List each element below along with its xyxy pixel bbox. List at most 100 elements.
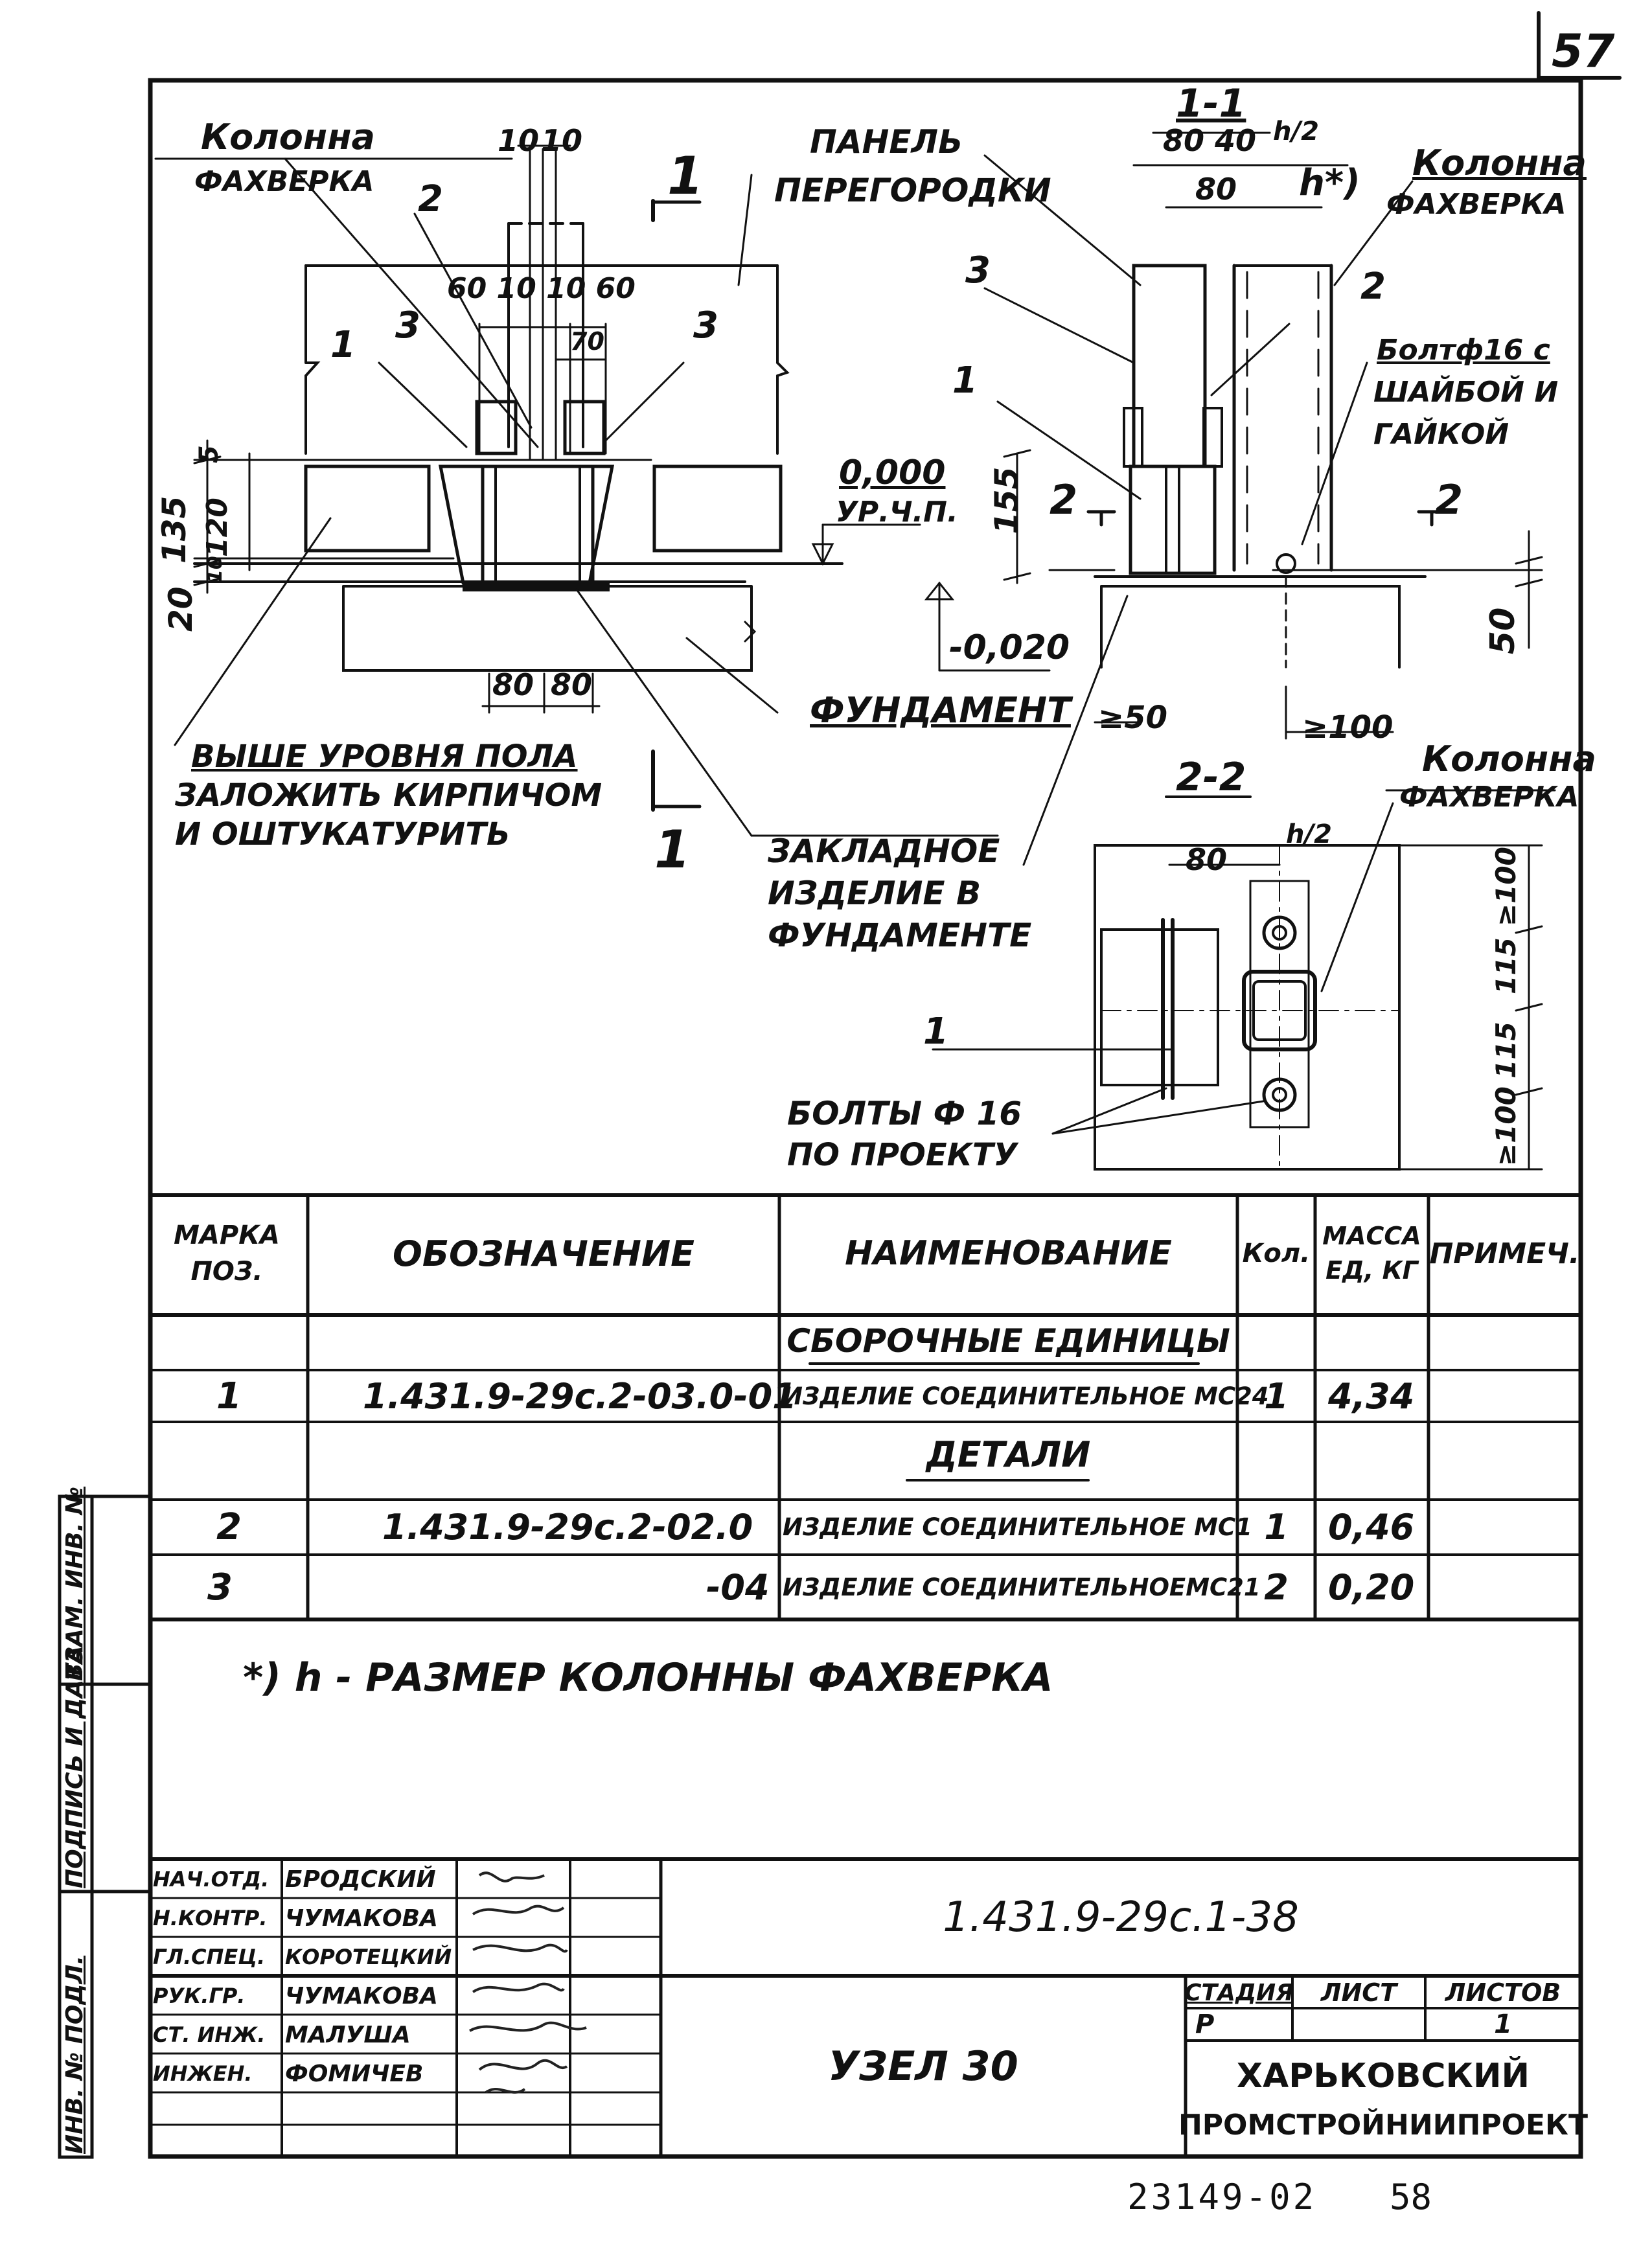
page-number: 57 xyxy=(1552,25,1615,78)
stage-value: Р xyxy=(1195,2009,1215,2039)
section-2-2-column-label1: Колонна xyxy=(1422,738,1596,779)
panel-label-line2: ПЕРЕГОРОДКИ xyxy=(774,172,1051,209)
section-1-1-position-1: 1 xyxy=(952,360,978,402)
role-3: ГЛ.СПЕЦ. xyxy=(153,1945,266,1969)
dim-70: 70 xyxy=(570,327,604,356)
note-line1: ВЫШЕ УРОВНЯ ПОЛА xyxy=(191,738,578,775)
row1-mass: 4,34 xyxy=(1328,1375,1415,1417)
row3-designation: -04 xyxy=(706,1566,770,1608)
header-name: НАИМЕНОВАНИЕ xyxy=(845,1234,1172,1273)
row2-designation: 1.431.9-29с.2-02.0 xyxy=(382,1507,753,1548)
role-6: ИНЖЕН. xyxy=(153,2061,253,2086)
section-2-2-position-1: 1 xyxy=(923,1011,948,1053)
dims-60-10-10-60: 60 10 10 60 xyxy=(447,272,636,305)
section-1-1-position-3: 3 xyxy=(965,249,991,292)
header-mass: МАССА ЕД, КГ xyxy=(1322,1221,1421,1285)
sheets-label: ЛИСТОВ xyxy=(1445,1978,1561,2007)
section-1-1-h-half: h/2 xyxy=(1273,117,1319,146)
row2-name: ИЗДЕЛИЕ СОЕДИНИТЕЛЬНОЕ МС1 xyxy=(783,1513,1252,1541)
dim-120: 120 xyxy=(201,498,234,557)
footnote: *) h - РАЗМЕР КОЛОННЫ ФАХВЕРКА xyxy=(243,1655,1053,1700)
name-3: КОРОТЕЦКИЙ xyxy=(285,1945,452,1969)
header-mark: МАРКА ПОЗ. xyxy=(174,1220,280,1287)
section-2-2-dim-80: 80 xyxy=(1186,842,1228,877)
section-2-2-h-half: h/2 xyxy=(1286,819,1332,849)
sheet-value xyxy=(1292,2008,1425,2041)
header-qty: Кол. xyxy=(1242,1239,1311,1268)
row1-designation: 1.431.9-29с.2-03.0-01 xyxy=(363,1375,797,1417)
section-2-mark-left: 2 xyxy=(1050,476,1078,523)
dim-ge-50: ≥50 xyxy=(1098,700,1168,736)
drawing-title: УЗЕЛ 30 xyxy=(828,2042,1018,2090)
column-label-line1: Колонна xyxy=(201,117,375,157)
dim-20: 20 xyxy=(162,586,200,632)
role-2: Н.КОНТР. xyxy=(153,1906,268,1930)
dim-50-right: 50 xyxy=(1484,607,1522,654)
name-5: МАЛУША xyxy=(285,2021,411,2048)
row1-pos: 1 xyxy=(216,1375,242,1417)
dim-right-115-b: 115 xyxy=(1490,1022,1522,1079)
level-floor: УР.Ч.П. xyxy=(836,496,958,529)
side-label-signature-date: ПОДПИСЬ И ДАТА xyxy=(62,1645,88,1888)
role-5: СТ. ИНЖ. xyxy=(153,2022,266,2047)
name-6: ФОМИЧЕВ xyxy=(285,2060,424,2087)
dim-ge-100: ≥100 xyxy=(1302,709,1394,746)
bolts-label-line2: ПО ПРОЕКТУ xyxy=(787,1137,1018,1173)
row2-qty: 1 xyxy=(1264,1507,1289,1548)
row2-pos: 2 xyxy=(216,1506,242,1548)
row3-name: ИЗДЕЛИЕ СОЕДИНИТЕЛЬНОЕМС21 xyxy=(783,1573,1261,1601)
bolts-label-line1: БОЛТЫ Ф 16 xyxy=(787,1095,1022,1132)
section-1-1-column-label2: ФАХВЕРКА xyxy=(1386,188,1566,221)
note-line2: ЗАЛОЖИТЬ КИРПИЧОМ xyxy=(175,777,602,814)
document-code: 1.431.9-29с.1-38 xyxy=(943,1893,1299,1941)
bottom-number: 58 xyxy=(1390,2177,1432,2217)
name-1: БРОДСКИЙ xyxy=(285,1866,436,1893)
embed-label-line3: ФУНДАМЕНТЕ xyxy=(768,917,1032,954)
dim-10: 10 xyxy=(204,556,227,583)
name-2: ЧУМАКОВА xyxy=(285,1905,438,1932)
section-2-mark-right: 2 xyxy=(1435,476,1463,523)
embed-label-line2: ИЗДЕЛИЕ В xyxy=(768,875,981,912)
foundation-label: ФУНДАМЕНТ xyxy=(810,690,1071,731)
sheet-label: ЛИСТ xyxy=(1320,1978,1397,2007)
row1-name: ИЗДЕЛИЕ СОЕДИНИТЕЛЬНОЕ МС24 xyxy=(783,1382,1269,1410)
role-4: РУК.ГР. xyxy=(153,1984,246,2008)
section-2-2-title: 2-2 xyxy=(1176,755,1246,800)
section-1-1-column-label1: Колонна xyxy=(1412,143,1587,183)
row1-qty: 1 xyxy=(1264,1375,1289,1417)
dim-135: 135 xyxy=(155,496,193,564)
section-1-1-dim-80: 80 xyxy=(1195,172,1237,207)
level-minus-0020: -0,020 xyxy=(949,628,1070,667)
section-2-2-column-label2: ФАХВЕРКА xyxy=(1399,781,1579,814)
header-note: ПРИМЕЧ. xyxy=(1429,1237,1580,1270)
section-1-1-position-2: 2 xyxy=(1360,266,1386,308)
row2-mass: 0,46 xyxy=(1328,1507,1415,1548)
bolt-label-line3: ГАЙКОЙ xyxy=(1373,418,1509,451)
dim-5: 5 xyxy=(194,445,224,463)
note-line3: И ОШТУКАТУРИТЬ xyxy=(175,816,511,852)
section-assemblies: СБОРОЧНЫЕ ЕДИНИЦЫ xyxy=(786,1322,1230,1360)
dim-80-left-b: 80 xyxy=(551,667,593,702)
row3-pos: 3 xyxy=(207,1566,233,1608)
dim-155: 155 xyxy=(988,466,1026,534)
dim-right-ge100-top: ≥100 xyxy=(1490,847,1522,926)
section-mark-1-top: 1 xyxy=(667,146,704,206)
dim-10-a: 10 xyxy=(498,123,540,158)
position-2-left: 2 xyxy=(418,178,443,220)
dim-10-b: 10 xyxy=(541,123,583,158)
bottom-code: 23149-02 xyxy=(1127,2177,1317,2217)
level-0000: 0,000 xyxy=(839,453,946,492)
side-label-replace-inv: ВЗАМ. ИНВ. № xyxy=(62,1486,88,1681)
header-designation: ОБОЗНАЧЕНИЕ xyxy=(392,1233,695,1274)
row3-mass: 0,20 xyxy=(1328,1566,1415,1608)
dim-80-left-a: 80 xyxy=(492,667,534,702)
organization-line1: ХАРЬКОВСКИЙ xyxy=(1236,2057,1530,2096)
section-1-1-dims: 80 40 xyxy=(1163,123,1257,158)
section-mark-1-bottom: 1 xyxy=(654,819,691,880)
dim-right-115-a: 115 xyxy=(1490,937,1522,994)
name-4: ЧУМАКОВА xyxy=(285,1982,438,2009)
sheets-value: 1 xyxy=(1494,2009,1512,2039)
dim-right-ge100-bottom: ≥100 xyxy=(1490,1086,1522,1166)
